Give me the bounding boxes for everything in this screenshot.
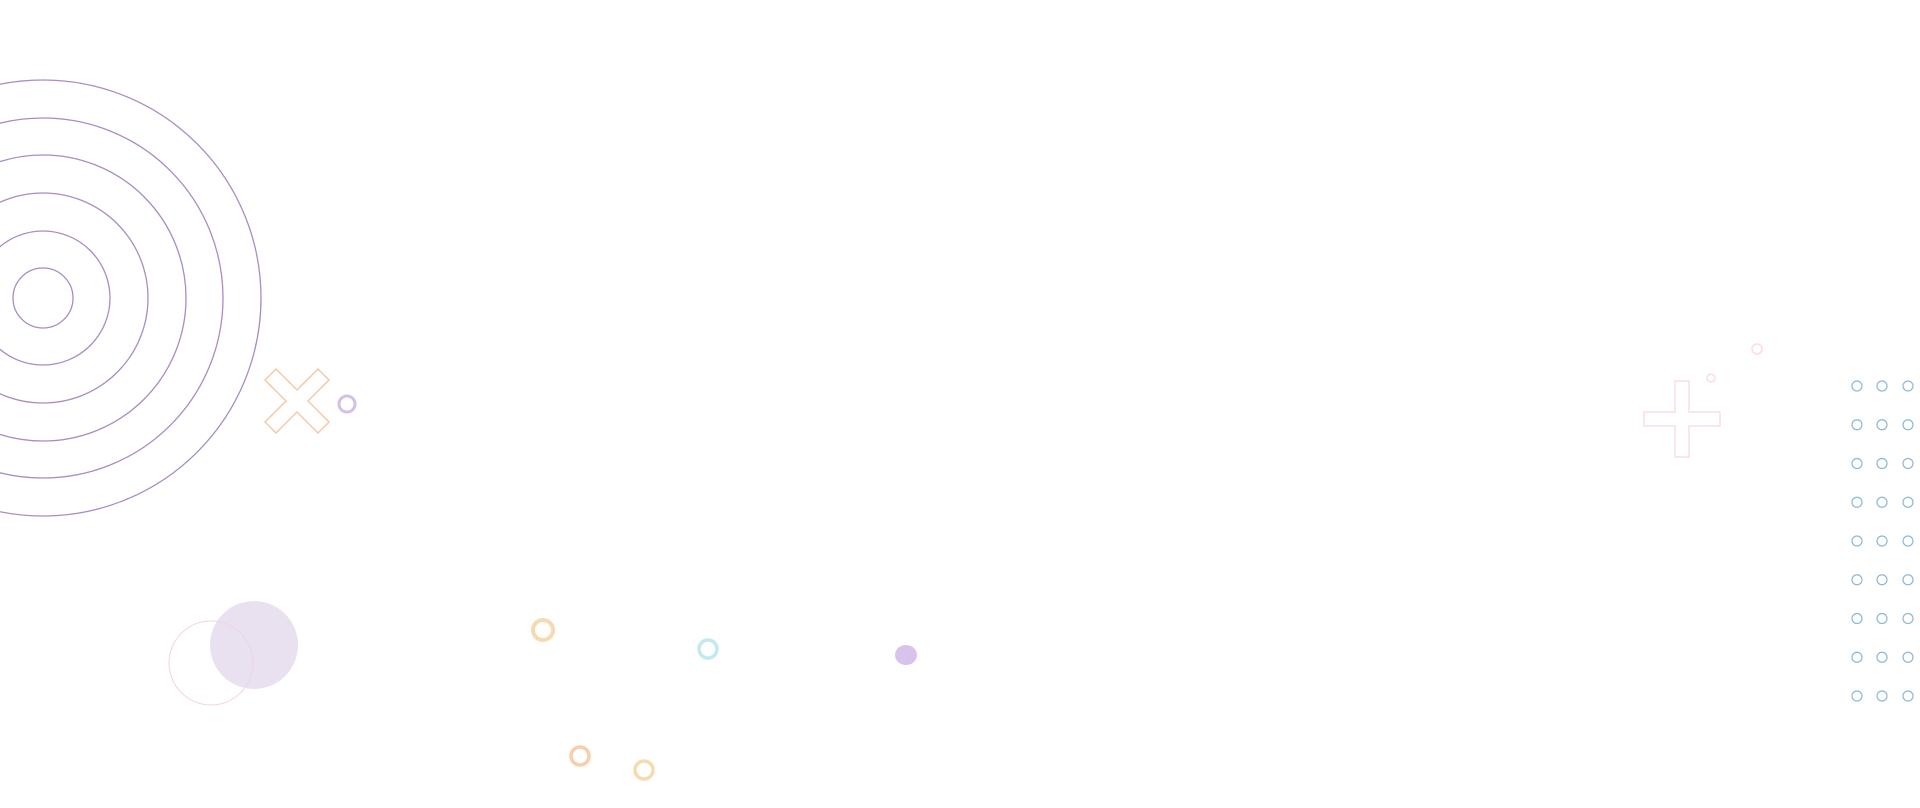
grid-dot [1851, 574, 1863, 586]
pink-dot-small [1706, 373, 1716, 383]
pink-dot [1751, 343, 1763, 355]
grid-dot [1876, 612, 1888, 625]
dot-grid [1851, 380, 1914, 702]
grid-dot [1902, 612, 1914, 625]
yellow-ring-small [633, 759, 655, 781]
grid-dot [1902, 690, 1914, 702]
grid-dot [1851, 380, 1863, 392]
ring-5 [0, 117, 224, 479]
grid-dot [1851, 612, 1863, 625]
orange-ring [569, 745, 591, 767]
grid-dot [1876, 380, 1888, 392]
grid-dot [1902, 535, 1914, 547]
grid-dot [1851, 496, 1863, 508]
x-cross-shape [263, 367, 331, 435]
purple-ellipse [895, 645, 917, 665]
plus-shape [1643, 380, 1721, 458]
lavender-circle [210, 601, 298, 689]
grid-dot [1876, 496, 1888, 508]
pink-outline-circle [168, 620, 254, 706]
ring-2 [0, 230, 111, 366]
yellow-ring [531, 618, 555, 642]
grid-dot [1851, 690, 1863, 702]
grid-dot [1876, 651, 1888, 663]
grid-dot [1851, 419, 1863, 431]
ring-4 [0, 154, 187, 442]
grid-dot [1851, 651, 1863, 663]
grid-dot [1902, 496, 1914, 508]
grid-dot [1902, 419, 1914, 431]
concentric-rings [0, 79, 262, 517]
grid-dot [1876, 574, 1888, 586]
grid-dot [1851, 535, 1863, 547]
grid-dot [1902, 651, 1914, 663]
grid-dot [1902, 457, 1914, 470]
grid-dot [1876, 419, 1888, 431]
cyan-ring [697, 638, 719, 660]
grid-dot [1902, 574, 1914, 586]
grid-dot [1851, 457, 1863, 470]
ring-3 [0, 192, 149, 404]
grid-dot [1876, 690, 1888, 702]
ring-1 [12, 267, 74, 329]
grid-dot [1902, 380, 1914, 392]
purple-ring [337, 394, 357, 414]
grid-dot [1876, 535, 1888, 547]
ring-6 [0, 79, 262, 517]
grid-dot [1876, 457, 1888, 470]
